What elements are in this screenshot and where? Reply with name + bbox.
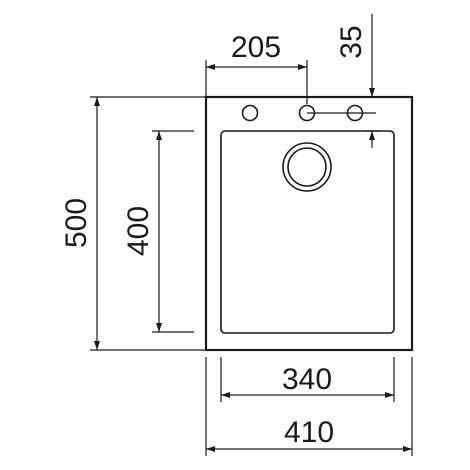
dimension-340: 340 xyxy=(220,357,395,402)
dimension-400: 400 xyxy=(122,130,194,333)
tap-holes xyxy=(241,104,376,122)
dimension-label-340: 340 xyxy=(282,363,332,396)
tap-hole-left xyxy=(241,104,259,122)
dimension-label-410: 410 xyxy=(284,416,334,449)
sink-outer-outline xyxy=(204,95,414,352)
dimension-500: 500 xyxy=(60,96,206,351)
sink-bowl-outline xyxy=(220,130,395,334)
dimension-205: 205 xyxy=(205,31,308,104)
dimension-35: 35 xyxy=(335,14,380,148)
dimension-label-205: 205 xyxy=(231,31,281,64)
dimension-410: 410 xyxy=(205,357,413,456)
dimension-label-500: 500 xyxy=(60,198,93,248)
dimension-label-400: 400 xyxy=(122,206,155,256)
dimension-label-35: 35 xyxy=(335,25,368,58)
drain-icon xyxy=(282,142,332,192)
